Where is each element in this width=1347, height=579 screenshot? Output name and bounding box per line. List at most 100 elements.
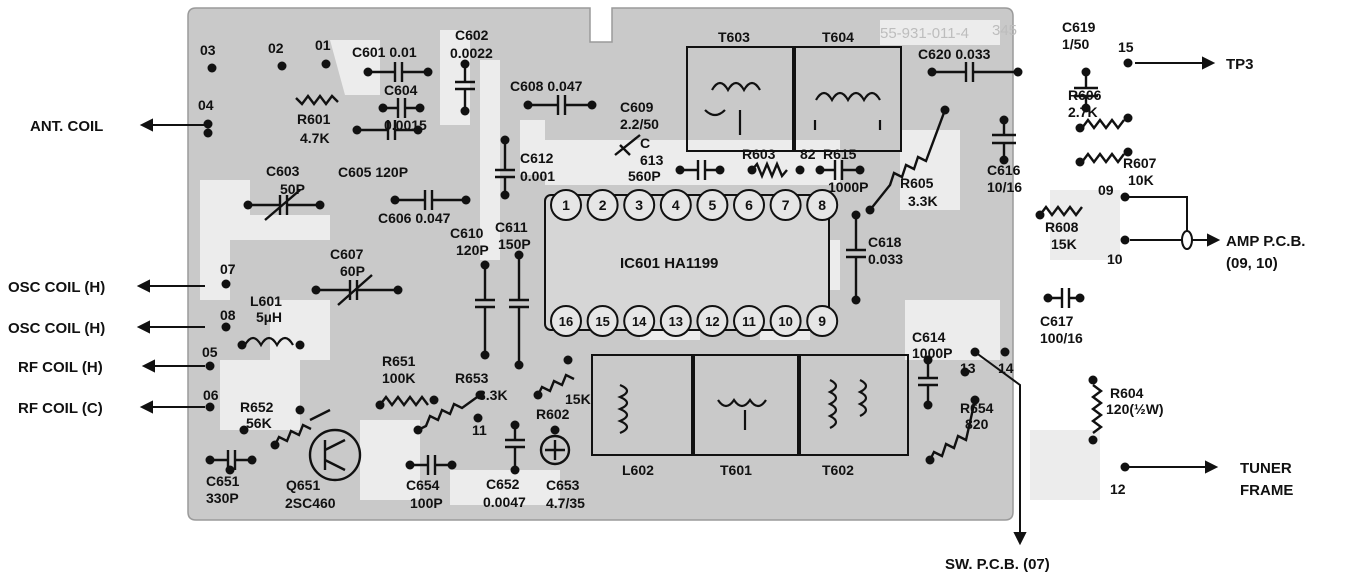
r601-value: 4.7K bbox=[300, 130, 330, 146]
solder-pad bbox=[1088, 435, 1098, 445]
solder-pad bbox=[247, 455, 257, 465]
terminal-10: 10 bbox=[1107, 251, 1123, 267]
solder-pads bbox=[203, 58, 1133, 475]
ic601-pin-13 bbox=[659, 305, 692, 337]
solder-pad bbox=[460, 59, 470, 69]
c653-electrolytic-icon bbox=[539, 434, 571, 466]
component-labels: C601 0.01 C602 0.0022 C604 0.0015 R601 4… bbox=[206, 19, 1164, 511]
solder-pad bbox=[480, 260, 490, 270]
solder-pad bbox=[923, 400, 933, 410]
tp3-label: TP3 bbox=[1226, 56, 1254, 73]
c653-label: C653 bbox=[546, 477, 580, 493]
solder-pad bbox=[393, 285, 403, 295]
ic601-pin-label: 11 bbox=[742, 314, 756, 329]
c612-value: 0.001 bbox=[520, 168, 555, 184]
ic601-pin-label: 13 bbox=[669, 314, 683, 329]
c614-label: C614 bbox=[912, 329, 946, 345]
c654-value: 100P bbox=[410, 495, 443, 511]
ic601-pin-11 bbox=[733, 305, 765, 337]
solder-pad bbox=[461, 195, 471, 205]
solder-pad bbox=[363, 67, 373, 77]
solder-pad bbox=[1123, 113, 1133, 123]
t603-coil-icon bbox=[704, 81, 761, 135]
r603-value: 82 bbox=[800, 146, 816, 162]
c617-label: C617 bbox=[1040, 313, 1074, 329]
r604-value: 120(½W) bbox=[1106, 401, 1164, 417]
terminal-11: 11 bbox=[472, 422, 487, 438]
solder-pad bbox=[1043, 293, 1053, 303]
r605-value: 3.3K bbox=[908, 193, 938, 209]
c618-symbol bbox=[846, 215, 866, 300]
ic601-pin-label: 10 bbox=[778, 314, 792, 329]
solder-pad bbox=[221, 279, 231, 289]
r654-label: R654 bbox=[960, 400, 994, 416]
solder-pad bbox=[523, 100, 533, 110]
r651-symbol bbox=[379, 395, 429, 407]
solder-pad bbox=[715, 165, 725, 175]
rf-coil-c-label: RF COIL (C) bbox=[18, 400, 103, 417]
c652-value: 0.0047 bbox=[483, 494, 526, 510]
q651-transistor-icon bbox=[308, 408, 362, 482]
solder-pad bbox=[460, 106, 470, 116]
c619-value: 1/50 bbox=[1062, 36, 1089, 52]
q651-label: Q651 bbox=[286, 477, 320, 493]
c616-symbol bbox=[992, 120, 1016, 160]
ic601-pin-label: 3 bbox=[635, 197, 643, 213]
ic601-pin-label: 1 bbox=[562, 197, 570, 213]
ic601-pin-5 bbox=[696, 189, 729, 221]
r604-label: R604 bbox=[1110, 385, 1144, 401]
solder-pad bbox=[747, 165, 757, 175]
terminal-15: 15 bbox=[1118, 39, 1134, 55]
frame-label: FRAME bbox=[1240, 482, 1293, 499]
c613-value: 560P bbox=[628, 168, 661, 184]
l602-coil-icon bbox=[617, 383, 629, 435]
r606-value: 2.7K bbox=[1068, 104, 1098, 120]
amp-pcb-label: AMP P.C.B. bbox=[1226, 233, 1305, 250]
solder-pad bbox=[429, 395, 439, 405]
c603-label: C603 bbox=[266, 163, 300, 179]
c609-symbol bbox=[614, 134, 641, 156]
solder-pad bbox=[1075, 123, 1085, 133]
r615-label: R615 bbox=[823, 146, 857, 162]
terminal-02: 02 bbox=[268, 40, 284, 56]
solder-pad bbox=[510, 420, 520, 430]
ic601-pin-label: 2 bbox=[599, 197, 607, 213]
external-wires bbox=[136, 56, 1221, 546]
solder-pad bbox=[239, 425, 249, 435]
r602-label: R602 bbox=[536, 406, 570, 422]
r654-value: 820 bbox=[965, 416, 989, 432]
ic601-pin-label: 6 bbox=[745, 197, 753, 213]
solder-pad bbox=[533, 390, 543, 400]
t602-coil-icon bbox=[827, 379, 868, 429]
solder-pad bbox=[1035, 210, 1045, 220]
l601-coil-icon bbox=[244, 336, 294, 348]
l602-label: L602 bbox=[622, 462, 654, 478]
r605-label: R605 bbox=[900, 175, 934, 191]
c620-symbol bbox=[932, 62, 1018, 82]
c653-value: 4.7/35 bbox=[546, 495, 585, 511]
ic601-pin-9 bbox=[806, 305, 839, 337]
r652-label: R652 bbox=[240, 399, 274, 415]
solder-pad bbox=[500, 135, 510, 145]
c616-value: 10/16 bbox=[987, 179, 1022, 195]
l601-label: L601 bbox=[250, 293, 282, 309]
ic601-pin-label: 8 bbox=[818, 197, 826, 213]
r652-value: 56K bbox=[246, 415, 272, 431]
c619-symbol bbox=[1074, 72, 1098, 108]
rf-coil-h-label: RF COIL (H) bbox=[18, 359, 103, 376]
c652-label: C652 bbox=[486, 476, 520, 492]
solder-pad bbox=[390, 195, 400, 205]
terminal-05: 05 bbox=[202, 344, 218, 360]
solder-pad bbox=[1081, 67, 1091, 77]
c602-value: 0.0022 bbox=[450, 45, 493, 61]
ic601-pin-1 bbox=[550, 189, 582, 221]
solder-pad bbox=[1013, 67, 1023, 77]
c613-label: 613 bbox=[640, 152, 664, 168]
solder-pad bbox=[415, 103, 425, 113]
amp-pcb-pins-label: (09, 10) bbox=[1226, 255, 1278, 272]
ic601-pin-3 bbox=[623, 189, 656, 221]
l602-can bbox=[591, 354, 693, 456]
r653-symbol bbox=[417, 394, 481, 432]
c601-label: C601 0.01 bbox=[352, 44, 417, 60]
solder-pad bbox=[413, 125, 423, 135]
